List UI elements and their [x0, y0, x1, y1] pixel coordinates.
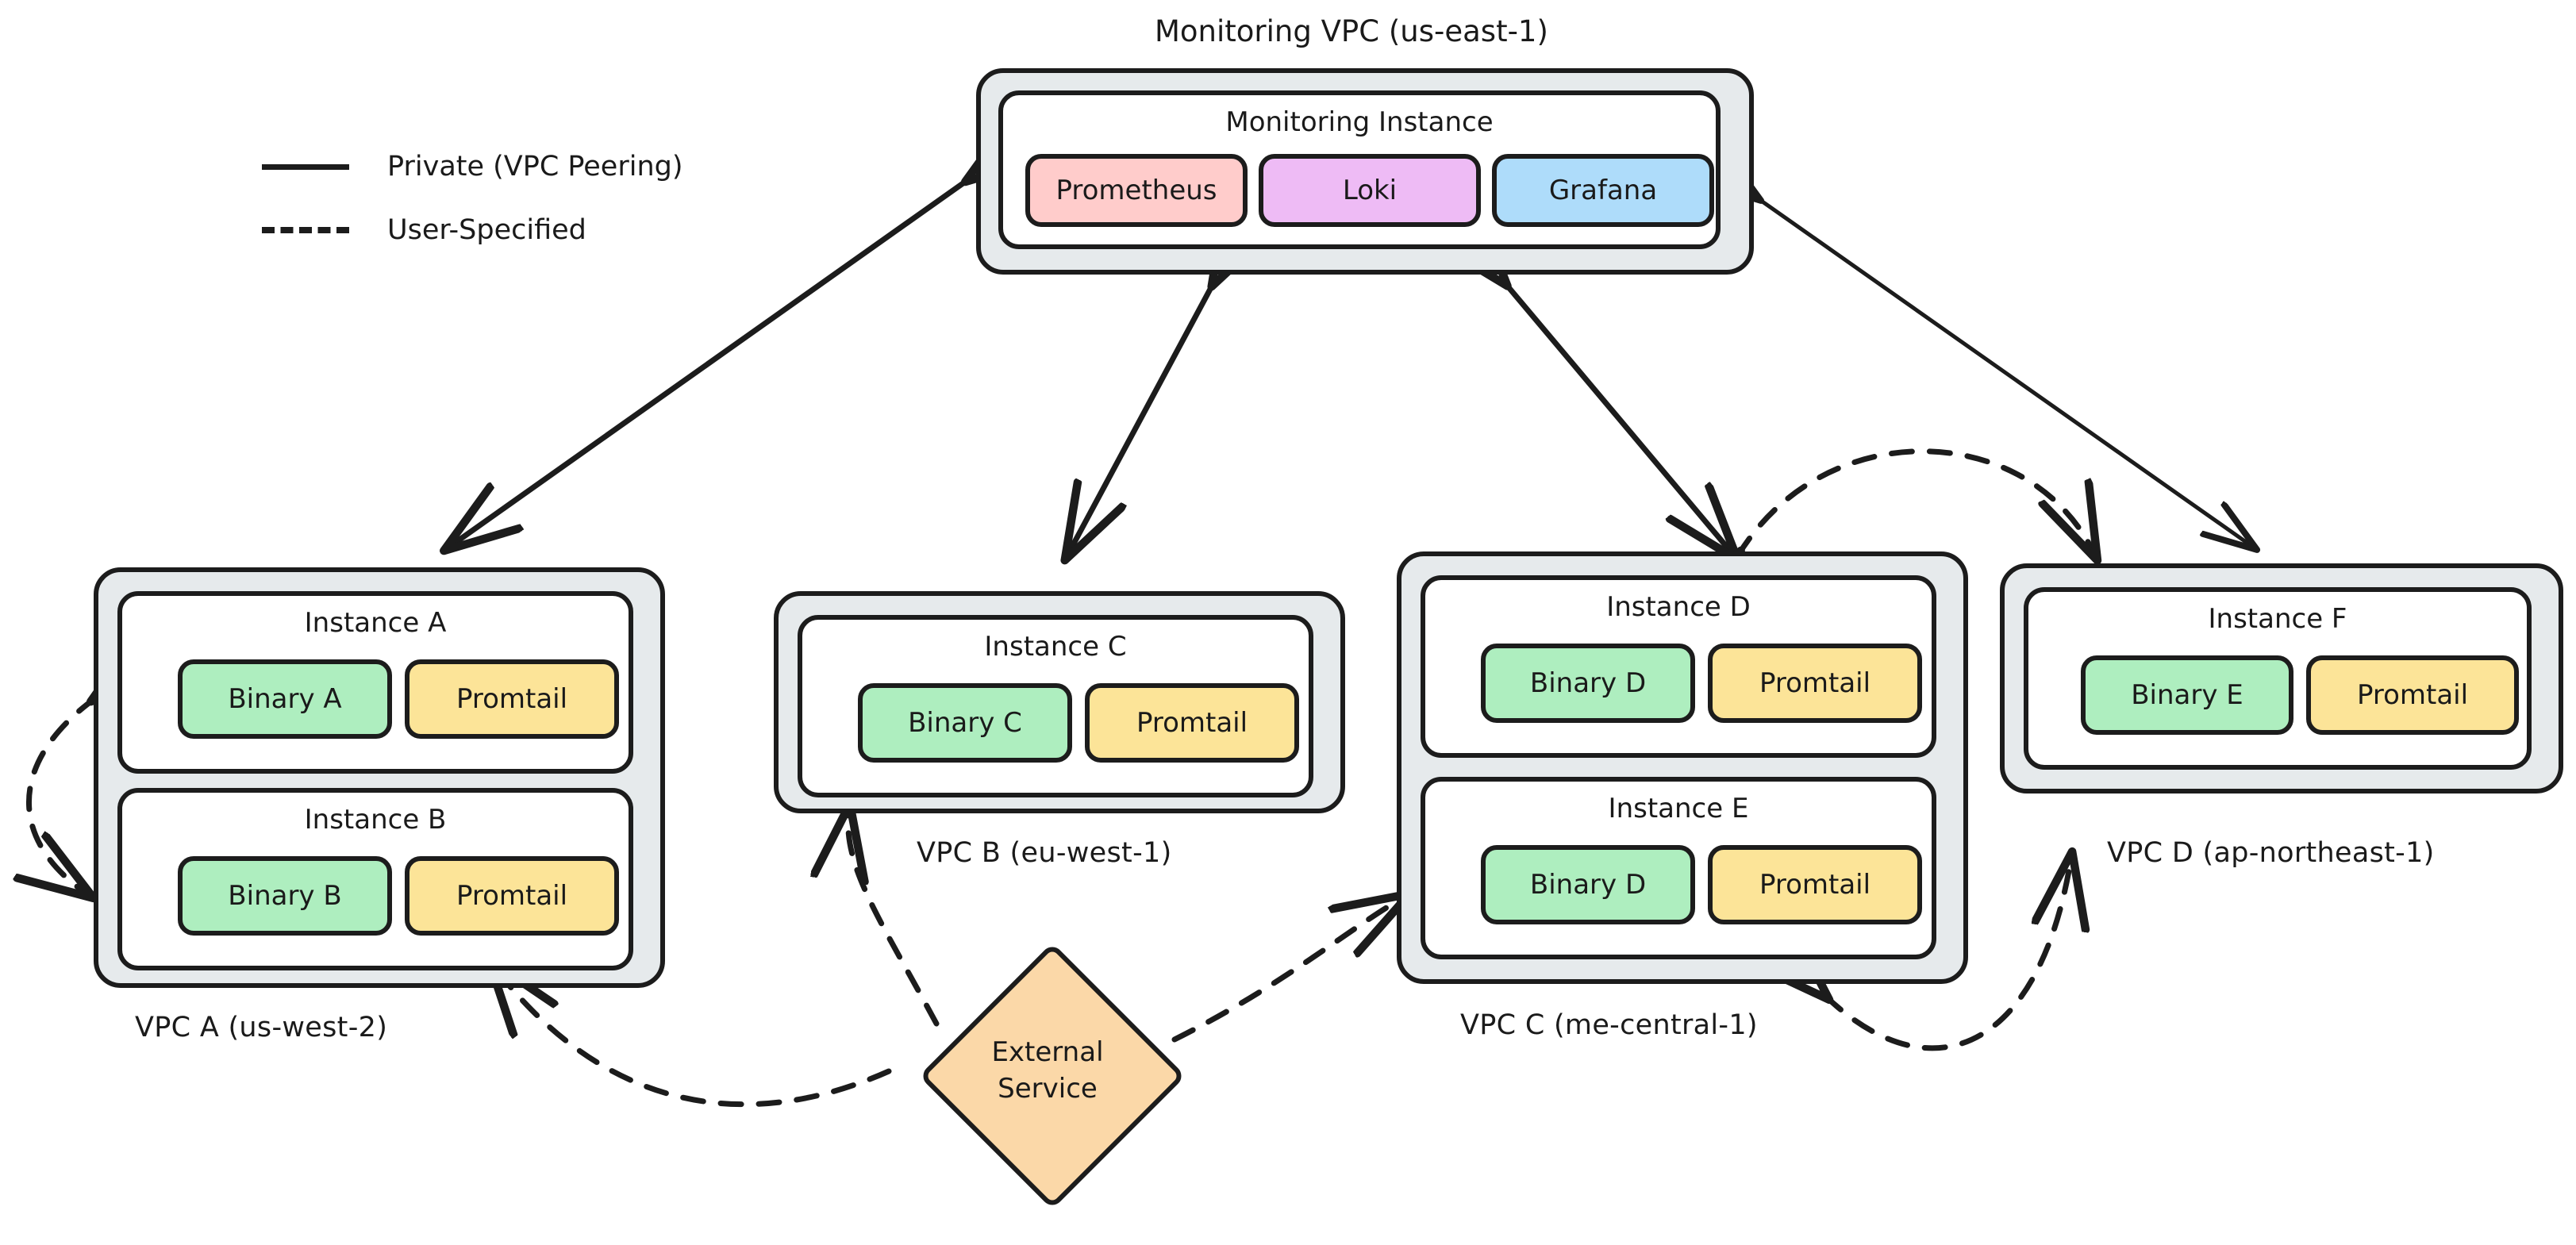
- service-binary-b[interactable]: Binary B: [178, 856, 392, 936]
- service-grafana[interactable]: Grafana: [1492, 154, 1714, 227]
- legend-label-private: Private (VPC Peering): [387, 151, 683, 183]
- service-grafana-label: Grafana: [1548, 175, 1658, 206]
- vpc-d[interactable]: Instance F Binary E Promtail: [2000, 563, 2563, 793]
- vpc-c[interactable]: Instance D Binary D Promtail Instance E …: [1397, 551, 1968, 984]
- legend-item-private: Private (VPC Peering): [262, 143, 683, 190]
- service-promtail-c[interactable]: Promtail: [1085, 683, 1299, 763]
- instance-monitoring-title: Monitoring Instance: [1225, 106, 1494, 138]
- vpc-b-label: VPC B (eu-west-1): [917, 837, 1172, 869]
- service-loki-label: Loki: [1342, 175, 1398, 206]
- service-promtail-a-label: Promtail: [456, 683, 568, 715]
- instance-a-title: Instance A: [304, 607, 447, 639]
- service-promtail-d-label: Promtail: [1759, 667, 1871, 699]
- vpc-c-label: VPC C (me-central-1): [1460, 1009, 1758, 1041]
- service-binary-e[interactable]: Binary E: [2081, 655, 2293, 735]
- instance-b-title: Instance B: [304, 804, 447, 836]
- service-promtail-d[interactable]: Promtail: [1708, 644, 1922, 723]
- service-binary-c-label: Binary C: [908, 707, 1022, 739]
- service-promtail-b-label: Promtail: [456, 880, 568, 912]
- instance-e[interactable]: Instance E Binary D Promtail: [1421, 777, 1936, 959]
- solid-line-icon: [262, 163, 349, 170]
- service-binary-c[interactable]: Binary C: [858, 683, 1072, 763]
- service-promtail-e-label: Promtail: [1759, 869, 1871, 901]
- instance-f[interactable]: Instance F Binary E Promtail: [2024, 587, 2532, 770]
- service-promtail-b[interactable]: Promtail: [405, 856, 619, 936]
- legend-item-user-specified: User-Specified: [262, 206, 683, 254]
- instance-c[interactable]: Instance C Binary C Promtail: [798, 615, 1313, 797]
- service-promtail-f[interactable]: Promtail: [2306, 655, 2519, 735]
- legend: Private (VPC Peering) User-Specified: [262, 143, 683, 270]
- service-binary-b-label: Binary B: [228, 880, 342, 912]
- service-binary-e-slot-label: Binary D: [1529, 869, 1647, 901]
- instance-f-title: Instance F: [2208, 603, 2347, 635]
- service-binary-d-label: Binary D: [1529, 667, 1647, 699]
- service-binary-d[interactable]: Binary D: [1481, 644, 1695, 723]
- service-loki[interactable]: Loki: [1259, 154, 1481, 227]
- external-service-text: External Service: [881, 1035, 1214, 1108]
- external-service-line2: Service: [998, 1073, 1098, 1105]
- service-promtail-f-label: Promtail: [2356, 679, 2469, 711]
- instance-a[interactable]: Instance A Binary A Promtail: [117, 591, 633, 774]
- service-binary-a[interactable]: Binary A: [178, 659, 392, 739]
- service-promtail-e[interactable]: Promtail: [1708, 845, 1922, 924]
- instance-e-title: Instance E: [1608, 793, 1749, 824]
- vpc-d-label: VPC D (ap-northeast-1): [2107, 837, 2435, 869]
- page-title: Monitoring VPC (us-east-1): [1155, 14, 1548, 48]
- instance-d[interactable]: Instance D Binary D Promtail: [1421, 575, 1936, 758]
- external-service-line1: External: [991, 1036, 1104, 1069]
- service-promtail-c-label: Promtail: [1136, 707, 1248, 739]
- legend-label-user-specified: User-Specified: [387, 214, 586, 246]
- vpc-a-label: VPC A (us-west-2): [135, 1012, 388, 1043]
- dashed-line-icon: [262, 227, 349, 233]
- vpc-monitoring[interactable]: Monitoring Instance Prometheus Loki Graf…: [976, 68, 1754, 275]
- service-promtail-a[interactable]: Promtail: [405, 659, 619, 739]
- service-prometheus-label: Prometheus: [1055, 175, 1217, 206]
- instance-c-title: Instance C: [984, 631, 1127, 663]
- instance-b[interactable]: Instance B Binary B Promtail: [117, 788, 633, 970]
- service-binary-e-slot[interactable]: Binary D: [1481, 845, 1695, 924]
- external-service-node[interactable]: External Service: [881, 942, 1214, 1210]
- instance-monitoring[interactable]: Monitoring Instance Prometheus Loki Graf…: [998, 90, 1721, 249]
- instance-d-title: Instance D: [1606, 591, 1751, 623]
- service-binary-a-label: Binary A: [228, 683, 342, 715]
- service-binary-e-label: Binary E: [2131, 679, 2243, 711]
- service-prometheus[interactable]: Prometheus: [1025, 154, 1248, 227]
- vpc-b[interactable]: Instance C Binary C Promtail: [774, 591, 1345, 813]
- vpc-a[interactable]: Instance A Binary A Promtail Instance B …: [94, 567, 665, 988]
